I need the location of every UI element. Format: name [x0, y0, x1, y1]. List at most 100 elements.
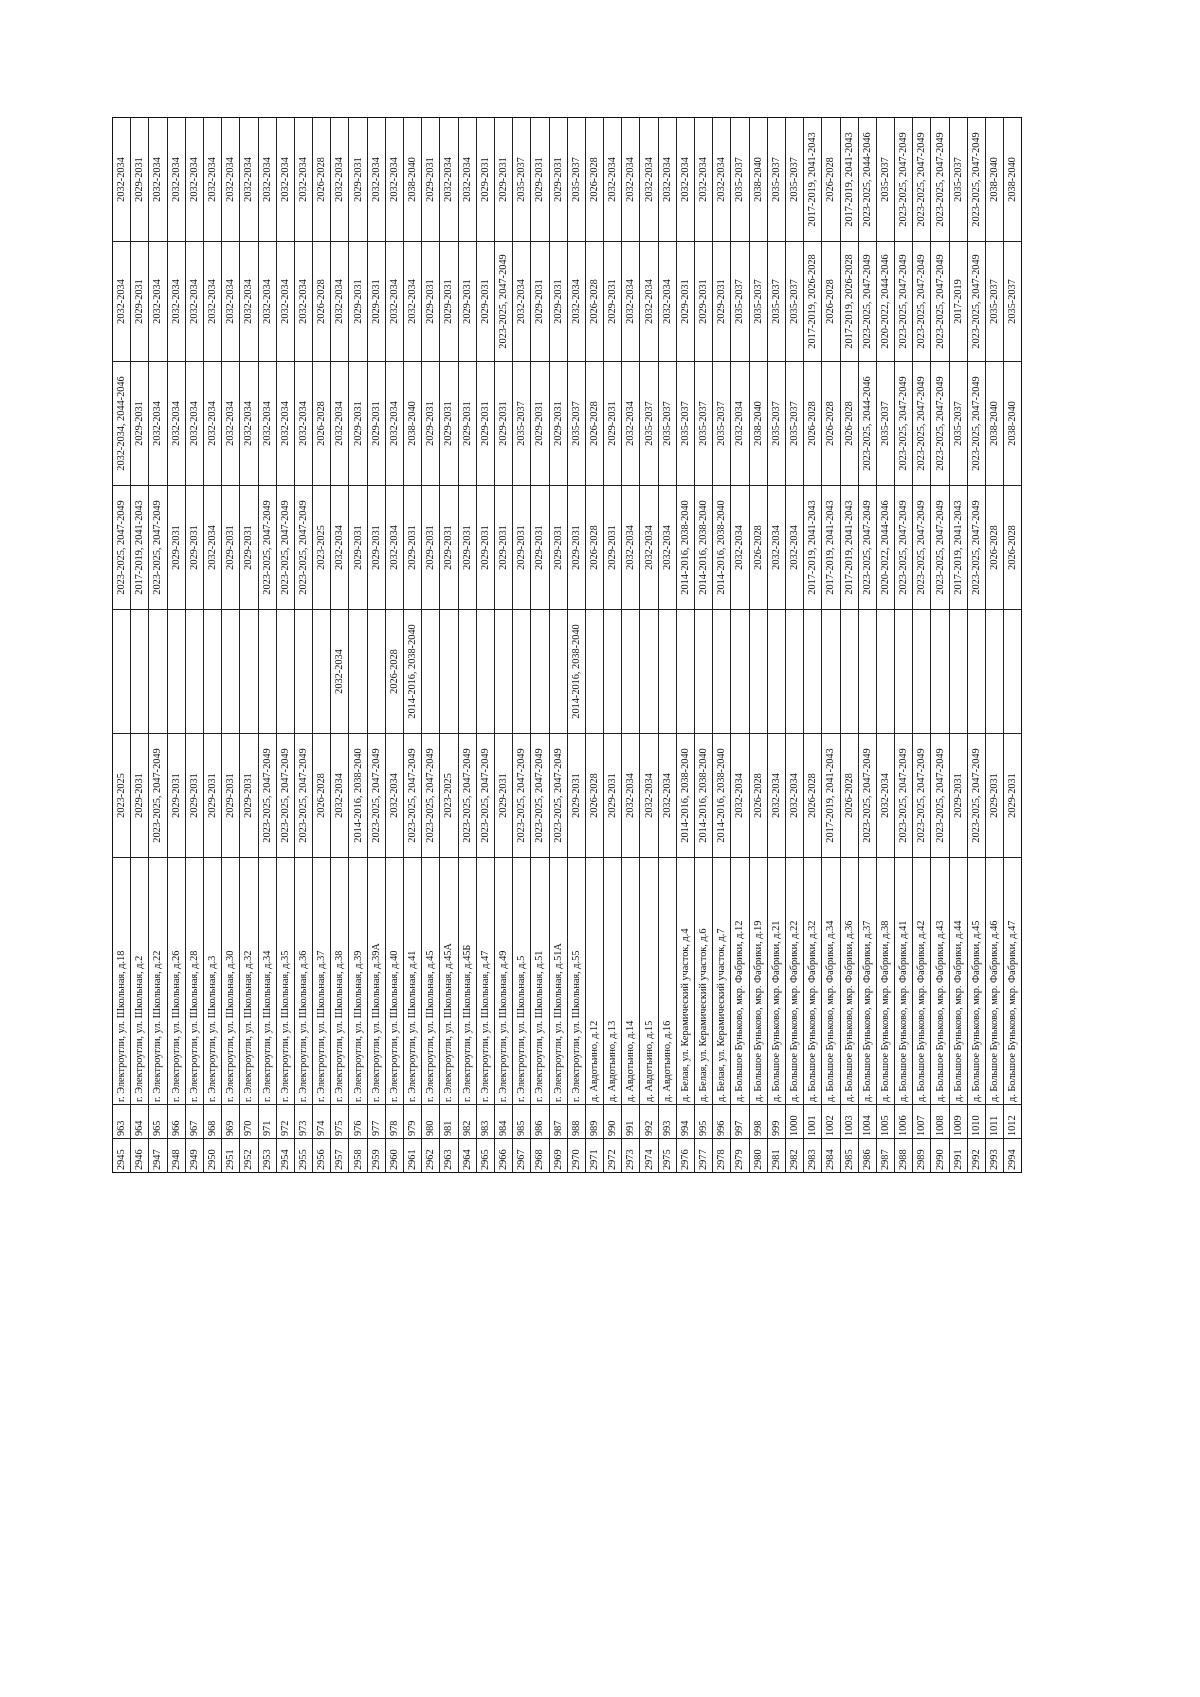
period-cell-6: 2032-2034 — [330, 117, 349, 242]
house-number-cell: 966 — [167, 1104, 186, 1139]
period-cell-3: 2023-2025, 2047-2049 — [912, 485, 931, 610]
period-cell-4: 2029-2031 — [421, 361, 440, 486]
address-cell: д. Большое Буньково, мкр. Фабрики, д.43 — [930, 857, 950, 1105]
address-cell: г. Электроугли, ул. Школьная, д.3 — [203, 857, 222, 1105]
period-cell-2: 2014-2016, 2038-2040 — [403, 609, 422, 734]
row-number-cell: 2975 — [658, 1138, 677, 1173]
period-cell-4: 2035-2037 — [639, 361, 659, 486]
period-cell-4: 2032-2034 — [258, 361, 277, 486]
period-cell-4: 2032-2034 — [203, 361, 222, 486]
address-cell: г. Электроугли, ул. Школьная, д.26 — [167, 857, 186, 1105]
address-cell: д. Большое Буньково, мкр. Фабрики, д.42 — [912, 857, 931, 1105]
period-cell-3: 2032-2034 — [658, 485, 677, 610]
period-cell-1: 2026-2028 — [803, 733, 822, 858]
address-cell: г. Электроугли, ул. Школьная, д.32 — [239, 857, 258, 1105]
period-cell-3: 2017-2019, 2041-2043 — [840, 485, 859, 610]
period-cell-5: 2029-2031 — [458, 241, 477, 362]
address-cell: д. Авдотьино, д.16 — [658, 857, 677, 1105]
address-cell: г. Электроугли, ул. Школьная, д.55 — [567, 857, 586, 1105]
address-cell: г. Электроугли, ул. Школьная, д.2 — [130, 857, 149, 1105]
address-cell: г. Электроугли, ул. Школьная, д.5 — [512, 857, 531, 1105]
period-cell-4: 2035-2037 — [567, 361, 586, 486]
house-number-cell: 969 — [221, 1104, 240, 1139]
row-number-cell: 2961 — [403, 1138, 422, 1173]
period-cell-6: 2032-2034 — [712, 117, 731, 242]
period-cell-3: 2029-2031 — [476, 485, 495, 610]
period-cell-6: 2032-2034 — [639, 117, 659, 242]
row-number-cell: 2984 — [821, 1138, 840, 1173]
period-cell-5: 2035-2037 — [749, 241, 768, 362]
address-cell: д. Авдотьино, д.13 — [603, 857, 622, 1105]
address-cell: д. Большое Буньково, мкр. Фабрики, д.34 — [821, 857, 840, 1105]
period-cell-2 — [639, 609, 659, 734]
house-number-cell: 987 — [549, 1104, 568, 1139]
period-cell-4: 2029-2031 — [476, 361, 495, 486]
house-number-cell: 965 — [148, 1104, 168, 1139]
period-cell-2 — [930, 609, 950, 734]
period-cell-6: 2032-2034 — [385, 117, 404, 242]
period-cell-2 — [203, 609, 222, 734]
house-number-cell: 986 — [530, 1104, 549, 1139]
address-cell: д. Авдотьино, д.12 — [585, 857, 604, 1105]
period-cell-4: 2029-2031 — [458, 361, 477, 486]
period-cell-3: 2017-2019, 2041-2043 — [130, 485, 149, 610]
period-cell-6: 2032-2034 — [258, 117, 277, 242]
row-number-cell: 2974 — [639, 1138, 659, 1173]
period-cell-5: 2032-2034 — [221, 241, 240, 362]
period-cell-4: 2038-2040 — [1003, 361, 1022, 486]
row-number-cell: 2987 — [876, 1138, 895, 1173]
address-cell: г. Электроугли, ул. Школьная, д.47 — [476, 857, 495, 1105]
period-cell-1: 2014-2016, 2038-2040 — [676, 733, 695, 858]
house-number-cell: 984 — [494, 1104, 513, 1139]
house-number-cell: 997 — [730, 1104, 750, 1139]
address-cell: г. Электроугли, ул. Школьная, д.34 — [258, 857, 277, 1105]
period-cell-5: 2023-2025, 2047-2049 — [912, 241, 931, 362]
period-cell-2 — [621, 609, 640, 734]
period-cell-2: 2014-2016, 2038-2040 — [567, 609, 586, 734]
period-cell-6: 2026-2028 — [312, 117, 331, 242]
house-number-cell: 993 — [658, 1104, 677, 1139]
period-cell-3: 2029-2031 — [494, 485, 513, 610]
period-cell-6: 2023-2025, 2047-2049 — [967, 117, 986, 242]
period-cell-2 — [585, 609, 604, 734]
row-number-cell: 2967 — [512, 1138, 531, 1173]
row-number-cell: 2957 — [330, 1138, 349, 1173]
house-number-cell: 973 — [294, 1104, 313, 1139]
period-cell-1: 2032-2034 — [658, 733, 677, 858]
period-cell-2 — [185, 609, 204, 734]
row-number-cell: 2963 — [439, 1138, 459, 1173]
period-cell-4: 2023-2025, 2047-2049 — [894, 361, 913, 486]
row-number-cell: 2945 — [112, 1138, 131, 1173]
row-number-cell: 2950 — [203, 1138, 222, 1173]
period-cell-3: 2029-2031 — [549, 485, 568, 610]
period-cell-3: 2029-2031 — [458, 485, 477, 610]
period-cell-5: 2017-2019, 2026-2028 — [840, 241, 859, 362]
period-cell-3: 2029-2031 — [348, 485, 368, 610]
period-cell-1: 2023-2025 — [439, 733, 459, 858]
period-cell-3: 2017-2019, 2041-2043 — [949, 485, 968, 610]
period-cell-2 — [167, 609, 186, 734]
period-cell-4: 2035-2037 — [694, 361, 713, 486]
period-cell-5: 2023-2025, 2047-2049 — [967, 241, 986, 362]
row-number-cell: 2960 — [385, 1138, 404, 1173]
period-cell-3: 2017-2019, 2041-2043 — [821, 485, 840, 610]
period-cell-4: 2026-2028 — [312, 361, 331, 486]
house-number-cell: 1007 — [912, 1104, 931, 1139]
row-number-cell: 2966 — [494, 1138, 513, 1173]
house-number-cell: 1000 — [785, 1104, 804, 1139]
row-number-cell: 2969 — [549, 1138, 568, 1173]
period-cell-3: 2026-2028 — [985, 485, 1004, 610]
row-number-cell: 2994 — [1003, 1138, 1022, 1173]
period-cell-3: 2026-2028 — [585, 485, 604, 610]
period-cell-1: 2017-2019, 2041-2043 — [821, 733, 840, 858]
address-cell: г. Электроугли, ул. Школьная, д.45 — [421, 857, 440, 1105]
period-cell-5: 2023-2025, 2047-2049 — [930, 241, 950, 362]
period-cell-5: 2032-2034 — [385, 241, 404, 362]
